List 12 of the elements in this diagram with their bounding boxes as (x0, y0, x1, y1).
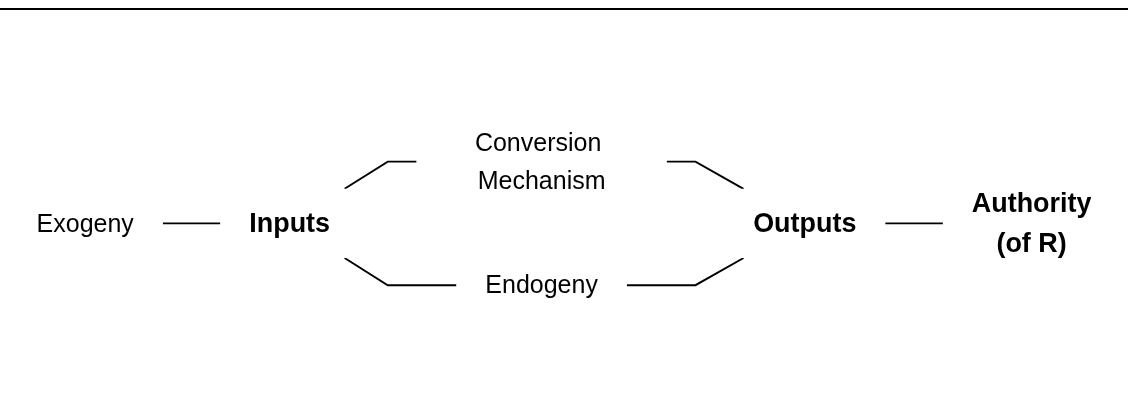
connector (884, 222, 944, 225)
connector (665, 160, 745, 190)
connector (343, 160, 418, 190)
node-text: Conversion Mechanism (474, 127, 606, 195)
node-text: Inputs (249, 207, 331, 238)
connector (343, 257, 458, 287)
node-text: Authority (of R) (971, 187, 1092, 258)
connector (161, 222, 222, 225)
node-text: Exogeny (36, 208, 134, 238)
connector (625, 257, 745, 287)
node-text: Endogeny (485, 270, 598, 300)
node-text: Outputs (753, 207, 857, 238)
